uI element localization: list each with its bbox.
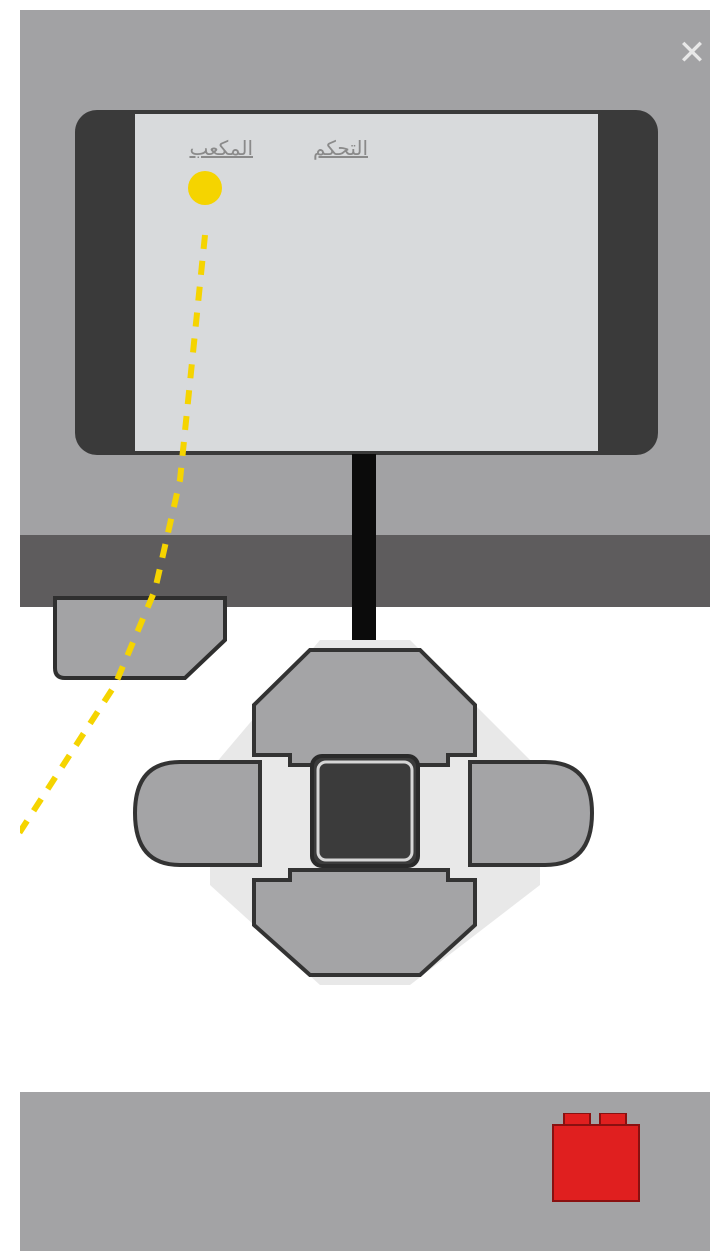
lego-brick-icon[interactable] xyxy=(550,1113,642,1203)
button-pad xyxy=(20,10,710,1251)
pointer-dot-icon xyxy=(188,171,222,205)
ev3-brick-device: ✕ التحكم المكعب xyxy=(20,10,710,1251)
center-button[interactable] xyxy=(312,756,418,866)
up-button[interactable] xyxy=(254,650,475,765)
back-button[interactable] xyxy=(55,598,225,678)
right-button[interactable] xyxy=(470,762,592,865)
left-button[interactable] xyxy=(135,762,260,865)
